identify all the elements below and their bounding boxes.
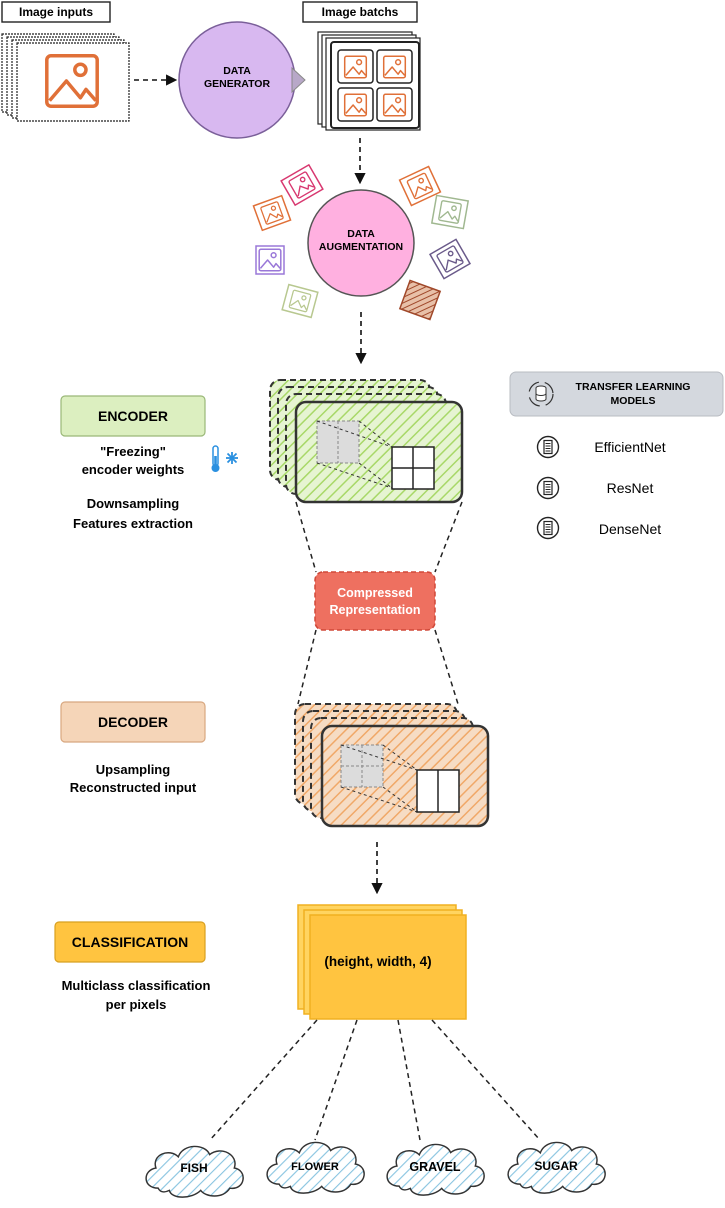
model-item-efficientnet: EfficientNet [536, 435, 666, 459]
decoder-input-grid [340, 744, 384, 788]
class-connector-line [431, 1019, 541, 1141]
decoder-label: DECODER [98, 714, 168, 730]
image-batchs-label: Image batchs [322, 5, 399, 19]
image-batchs-label-box: Image batchs [302, 1, 418, 23]
image-inputs-label-box: Image inputs [1, 1, 111, 23]
class-label: FISH [180, 1161, 207, 1175]
data-augmentation-node: DATA AUGMENTATION [307, 189, 415, 297]
classification-output-block: (height, width, 4) [297, 904, 467, 1020]
class-connector-line [397, 1019, 421, 1141]
encoder-freeze-line1: "Freezing" [100, 444, 166, 459]
model-icon [536, 435, 560, 459]
decoder-desc-line1: Upsampling [96, 762, 170, 777]
encoder-label-box: ENCODER [60, 395, 206, 437]
augmented-image-icon [281, 283, 319, 319]
encoder-desc-line2: Features extraction [73, 516, 193, 531]
augmented-image-icon [255, 245, 285, 275]
class-cloud-gravel: GRAVEL [386, 1143, 485, 1196]
transfer-title-line1: TRANSFER LEARNING [576, 381, 691, 393]
class-label: FLOWER [291, 1161, 339, 1173]
class-cloud-sugar: SUGAR [507, 1141, 606, 1194]
classification-desc-line2: per pixels [106, 997, 167, 1012]
transfer-title-line2: MODELS [611, 395, 656, 407]
transfer-learning-box: TRANSFER LEARNING MODELS [509, 371, 724, 417]
encoder-input-grid [316, 420, 360, 464]
generator-to-batch-arrow [291, 66, 306, 94]
data-generator-node: DATA GENERATOR [178, 21, 296, 139]
encoder-label: ENCODER [98, 408, 168, 424]
freeze-thermometer-icon [211, 445, 238, 472]
decoder-block [294, 703, 490, 828]
decoder-funnel-line [297, 629, 317, 705]
image-inputs-stack [1, 33, 130, 122]
decoder-funnel-line [434, 629, 459, 705]
classification-output-shape: (height, width, 4) [324, 954, 431, 969]
class-connector-line [209, 1019, 318, 1141]
classification-label-box: CLASSIFICATION [54, 921, 206, 963]
model-icon [536, 476, 560, 500]
model-item-resnet: ResNet [536, 476, 654, 500]
encoder-desc-line1: Downsampling [87, 496, 180, 511]
generator-line1: DATA [223, 65, 251, 77]
image-inputs-label: Image inputs [19, 5, 93, 19]
compressed-line1: Compressed [337, 586, 413, 600]
decoder-label-box: DECODER [60, 701, 206, 743]
model-name: DenseNet [599, 521, 661, 537]
class-connector-line [314, 1019, 358, 1141]
encoder-output-grid [391, 446, 435, 490]
encoder-block [269, 379, 464, 504]
classification-label: CLASSIFICATION [72, 934, 188, 950]
decoder-output-grid [416, 769, 460, 813]
augmentation-line2: AUGMENTATION [319, 241, 403, 253]
model-icon [536, 516, 560, 540]
class-label: SUGAR [534, 1159, 578, 1173]
augmentation-line1: DATA [347, 228, 375, 240]
model-name: EfficientNet [594, 439, 665, 455]
encoder-freeze-line2: encoder weights [82, 462, 185, 477]
classification-desc-line1: Multiclass classification [62, 978, 211, 993]
decoder-desc-line2: Reconstructed input [70, 780, 197, 795]
transfer-learning-icon [528, 381, 554, 407]
augmented-image-icon [398, 279, 442, 321]
augmented-image-icon [430, 194, 470, 230]
augmented-image-icon [280, 163, 324, 207]
compressed-representation-box: Compressed Representation [314, 571, 436, 631]
augmented-image-icon [398, 165, 442, 207]
augmented-image-icon [252, 194, 292, 232]
model-item-densenet: DenseNet [536, 516, 661, 540]
generator-line2: GENERATOR [204, 78, 271, 90]
encoder-funnel-line [295, 501, 317, 573]
class-cloud-flower: FLOWER [266, 1141, 365, 1194]
class-label: GRAVEL [409, 1160, 461, 1174]
image-batch-stack [317, 31, 421, 131]
encoder-funnel-line [434, 501, 463, 573]
compressed-line2: Representation [330, 603, 421, 617]
augmented-image-icon [428, 238, 472, 280]
model-name: ResNet [607, 480, 654, 496]
class-cloud-fish: FISH [145, 1145, 244, 1198]
